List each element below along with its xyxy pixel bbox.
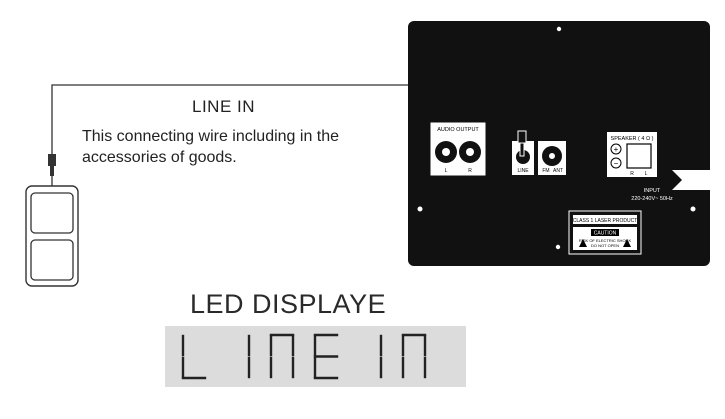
cable-plug-panel xyxy=(517,130,527,144)
player-screen xyxy=(30,192,74,234)
led-display-heading: LED DISPLAYE xyxy=(190,289,387,319)
warning-icon xyxy=(579,239,587,247)
speaker-module: SPEAKER ( 4 Ω ) + − R L xyxy=(607,132,657,177)
cable-plug-player xyxy=(48,154,56,166)
risk-shock-text: RISK OF ELECTRIC SHOCK xyxy=(579,238,632,243)
minus-icon: − xyxy=(614,159,619,168)
player-control-pad xyxy=(30,239,74,281)
led-digit xyxy=(313,333,339,380)
do-not-open-text: DO NOT OPEN xyxy=(591,243,619,248)
back-panel: AUDIO OUTPUT L R LINE FM ANT SP xyxy=(408,21,710,266)
led-digit xyxy=(401,333,427,379)
line-in-caption-text: This connecting wire including in the ac… xyxy=(82,128,340,166)
input-label: INPUT xyxy=(644,188,661,194)
audio-l-label: L xyxy=(445,168,448,174)
screw-hole xyxy=(690,206,696,212)
audio-output-module: AUDIO OUTPUT L R xyxy=(430,122,486,176)
portable-player-device xyxy=(25,185,79,287)
screw-hole xyxy=(417,206,423,212)
speaker-l-label: L xyxy=(645,171,648,177)
input-spec: 220-240V~ 50Hz xyxy=(631,196,673,202)
led-digit xyxy=(181,334,207,380)
fm-label: FM xyxy=(542,168,549,174)
screw-hole xyxy=(555,244,561,250)
led-digit xyxy=(269,333,295,379)
audio-r-label: R xyxy=(468,168,472,174)
audio-output-label: AUDIO OUTPUT xyxy=(437,127,479,133)
safety-label: CLASS 1 LASER PRODUCT CAUTION RISK OF EL… xyxy=(568,210,642,255)
line-label: LINE xyxy=(517,168,529,174)
line-in-caption-title: LINE IN xyxy=(192,97,256,116)
speaker-terminal xyxy=(626,143,652,169)
led-segment-text xyxy=(181,333,427,380)
screw-hole xyxy=(556,26,562,32)
ant-label: ANT xyxy=(553,168,563,174)
speaker-r-label: R xyxy=(630,171,634,177)
warning-icon xyxy=(623,239,631,247)
cable-plug-tip-player xyxy=(50,166,54,176)
caution-text: CAUTION xyxy=(594,231,617,237)
fm-antenna-module: FM ANT xyxy=(538,141,566,175)
led-display xyxy=(165,326,466,387)
plus-icon: + xyxy=(614,145,619,154)
speaker-label: SPEAKER ( 4 Ω ) xyxy=(611,136,654,142)
laser-product-text: CLASS 1 LASER PRODUCT xyxy=(573,218,637,224)
panel-notch xyxy=(672,170,710,190)
